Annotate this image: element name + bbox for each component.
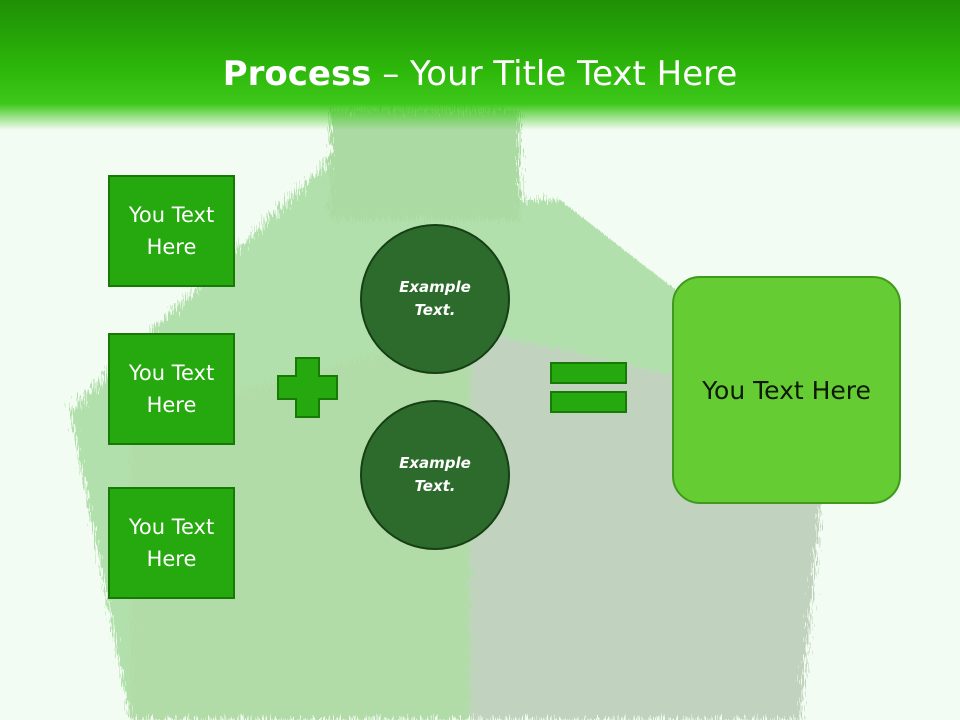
- example-circle-bottom[interactable]: Example Text.: [360, 400, 510, 550]
- left-text-box-3[interactable]: You Text Here: [108, 487, 235, 599]
- result-label: You Text Here: [702, 375, 871, 405]
- left-text-box-2[interactable]: You Text Here: [108, 333, 235, 445]
- left-text-box-label: You Text Here: [128, 361, 215, 417]
- left-text-box-label: You Text Here: [128, 203, 215, 259]
- title-rest-part: – Your Title Text Here: [371, 54, 738, 94]
- example-circle-top[interactable]: Example Text.: [360, 224, 510, 374]
- circle-label: Example Text.: [399, 278, 471, 319]
- left-text-box-label: You Text Here: [128, 515, 215, 571]
- title-bar: [0, 0, 960, 130]
- result-text-box[interactable]: You Text Here: [672, 276, 901, 504]
- slide-title: Process – Your Title Text Here: [0, 52, 960, 96]
- left-text-box-1[interactable]: You Text Here: [108, 175, 235, 287]
- circle-label: Example Text.: [399, 454, 471, 495]
- title-bold-part: Process: [222, 54, 372, 94]
